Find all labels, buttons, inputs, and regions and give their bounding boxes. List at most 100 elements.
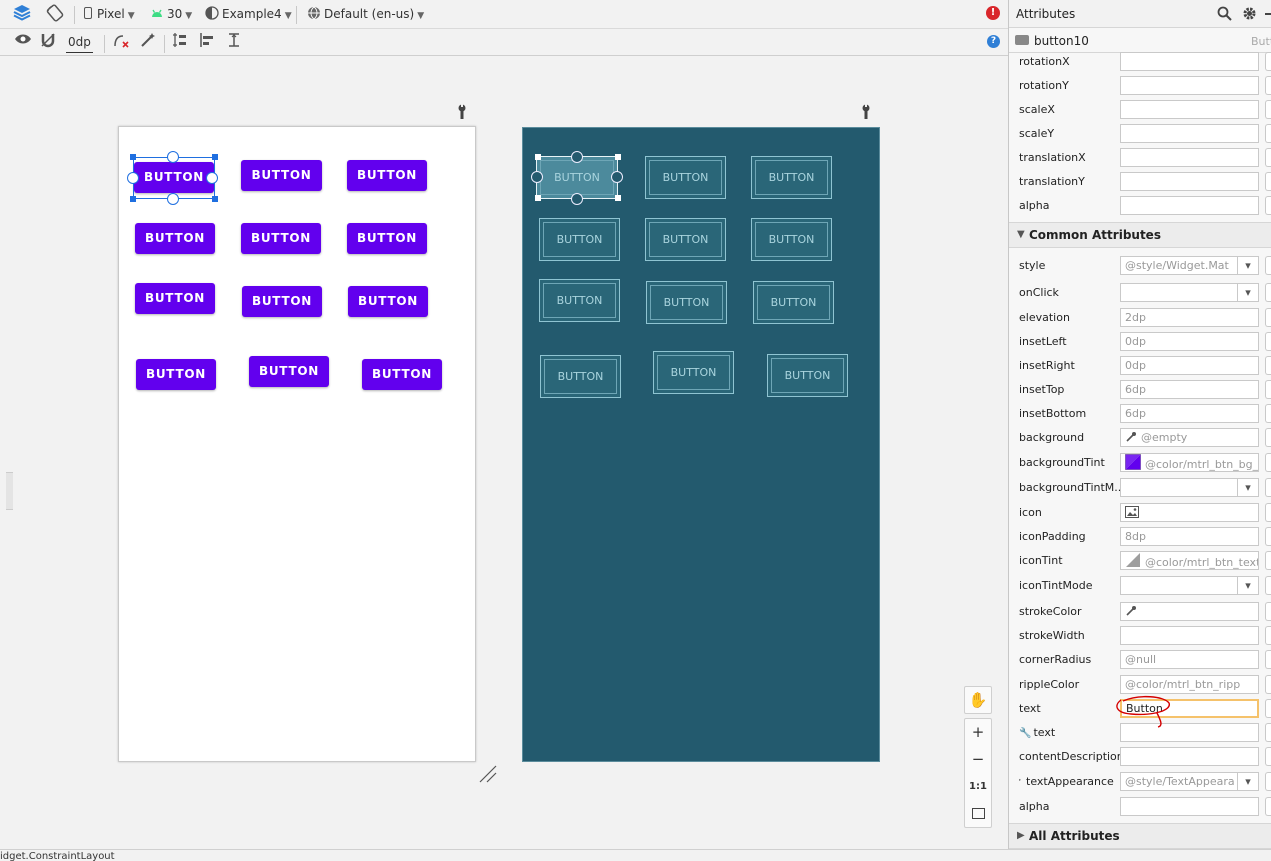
attribute-resource-picker-button[interactable] [1265, 196, 1271, 215]
api-level-selector[interactable]: 30▼ [150, 4, 192, 24]
resize-handle-bl[interactable] [130, 196, 136, 202]
attribute-resource-picker-button[interactable] [1265, 76, 1271, 95]
align-icon[interactable] [199, 32, 215, 52]
icon-field[interactable] [1120, 503, 1259, 522]
orientation-icon[interactable] [45, 3, 65, 23]
attribute-resource-picker-button[interactable] [1265, 675, 1271, 694]
contentdescription-field[interactable] [1120, 747, 1259, 766]
iconpadding-field[interactable]: 8dp [1120, 527, 1259, 546]
attribute-resource-picker-button[interactable] [1265, 602, 1271, 621]
attribute-resource-picker-button[interactable] [1265, 626, 1271, 645]
gear-icon[interactable] [1242, 6, 1257, 24]
design-surface-layers-icon[interactable] [12, 3, 32, 23]
button-7[interactable]: BUTTON [135, 283, 215, 314]
search-icon[interactable] [1217, 6, 1232, 24]
button-5[interactable]: BUTTON [241, 223, 321, 254]
attribute-resource-picker-button[interactable] [1265, 527, 1271, 546]
help-icon[interactable]: ? [987, 35, 1000, 48]
pan-hand-icon[interactable]: ✋ [964, 686, 992, 714]
scalex-field[interactable] [1120, 100, 1259, 119]
button-1[interactable]: BUTTON [134, 162, 214, 193]
onclick-field[interactable] [1120, 283, 1259, 302]
button-3[interactable]: BUTTON [347, 160, 427, 191]
attribute-resource-picker-button[interactable] [1265, 551, 1271, 570]
locale-selector[interactable]: Default (en-us)▼ [307, 4, 424, 24]
constraint-anchor-top[interactable] [167, 151, 179, 163]
attribute-resource-picker-button[interactable] [1265, 404, 1271, 423]
view-options-eye-icon[interactable] [14, 32, 32, 52]
blueprint-button-11[interactable]: BUTTON [653, 351, 734, 394]
insetbottom-field[interactable]: 6dp [1120, 404, 1259, 423]
guidelines-icon[interactable] [226, 32, 242, 52]
text-field[interactable] [1120, 723, 1259, 742]
blueprint-button-12[interactable]: BUTTON [767, 354, 848, 397]
design-view[interactable]: BUTTON BUTTON BUTTON BUTTON BUTTON BUTTO… [118, 126, 476, 762]
blueprint-anchor-bottom[interactable] [571, 193, 583, 205]
expand-arrow-icon[interactable]: ▶ [1019, 775, 1021, 784]
translationx-field[interactable] [1120, 148, 1259, 167]
blueprint-button-6[interactable]: BUTTON [751, 218, 832, 261]
minimize-icon[interactable] [1265, 13, 1271, 15]
attribute-resource-picker-button[interactable] [1265, 100, 1271, 119]
attribute-resource-picker-button[interactable] [1265, 478, 1271, 497]
blueprint-anchor-left[interactable] [531, 171, 543, 183]
attribute-resource-picker-button[interactable] [1265, 723, 1271, 742]
blueprint-resize-handle-br[interactable] [615, 195, 621, 201]
common-attributes-header[interactable]: ▼Common Attributes [1009, 222, 1271, 248]
blueprint-button-4[interactable]: BUTTON [539, 218, 620, 261]
insetright-field[interactable]: 0dp [1120, 356, 1259, 375]
attribute-resource-picker-button[interactable] [1265, 453, 1271, 472]
blueprint-button-8[interactable]: BUTTON [646, 281, 727, 324]
attribute-resource-picker-button[interactable] [1265, 428, 1271, 447]
alpha-field[interactable] [1120, 196, 1259, 215]
rotationy-field[interactable] [1120, 76, 1259, 95]
clear-constraints-icon[interactable] [113, 32, 131, 52]
attribute-resource-picker-button[interactable] [1265, 308, 1271, 327]
translationy-field[interactable] [1120, 172, 1259, 191]
zoom-out-button[interactable]: − [971, 750, 985, 768]
attribute-resource-picker-button[interactable] [1265, 503, 1271, 522]
zoom-in-button[interactable]: + [971, 723, 985, 741]
autoconnect-magnet-icon[interactable] [40, 32, 56, 52]
attribute-resource-picker-button[interactable] [1265, 148, 1271, 167]
attribute-resource-picker-button[interactable] [1265, 650, 1271, 669]
insettop-field[interactable]: 6dp [1120, 380, 1259, 399]
elevation-field[interactable]: 2dp [1120, 308, 1259, 327]
blueprint-button-3[interactable]: BUTTON [751, 156, 832, 199]
button-2[interactable]: BUTTON [241, 160, 322, 191]
rotationx-field[interactable] [1120, 52, 1259, 71]
blueprint-anchor-top[interactable] [571, 151, 583, 163]
textappearance-field[interactable]: @style/TextAppeara [1120, 772, 1259, 791]
attribute-resource-picker-button[interactable] [1265, 797, 1271, 816]
attribute-resource-picker-button[interactable] [1265, 124, 1271, 143]
button-9[interactable]: BUTTON [348, 286, 428, 317]
ripplecolor-field[interactable]: @color/mtrl_btn_ripp [1120, 675, 1259, 694]
error-indicator-icon[interactable]: ! [986, 6, 1000, 20]
alpha-field[interactable] [1120, 797, 1259, 816]
constraint-anchor-left[interactable] [127, 172, 139, 184]
strokewidth-field[interactable] [1120, 626, 1259, 645]
icontintmode-field[interactable] [1120, 576, 1259, 595]
resize-device-handle-icon[interactable] [478, 764, 498, 787]
backgroundtint-field[interactable]: @color/mtrl_btn_bg_c [1120, 453, 1259, 472]
attribute-resource-picker-button[interactable] [1265, 699, 1271, 718]
background-field[interactable]: @empty [1120, 428, 1259, 447]
attribute-resource-picker-button[interactable] [1265, 332, 1271, 351]
attribute-resource-picker-button[interactable] [1265, 747, 1271, 766]
strokecolor-field[interactable] [1120, 602, 1259, 621]
blueprint-button-9[interactable]: BUTTON [753, 281, 834, 324]
zoom-to-fit-button[interactable] [965, 800, 991, 827]
insetleft-field[interactable]: 0dp [1120, 332, 1259, 351]
device-selector[interactable]: Pixel▼ [84, 4, 135, 24]
default-margin-field[interactable]: 0dp [66, 33, 93, 53]
attribute-resource-picker-button[interactable] [1265, 772, 1271, 791]
zoom-one-to-one-button[interactable]: 1:1 [969, 781, 987, 792]
pack-icon[interactable] [172, 32, 188, 52]
resize-handle-tr[interactable] [212, 154, 218, 160]
resize-handle-tl[interactable] [130, 154, 136, 160]
attribute-resource-picker-button[interactable] [1265, 52, 1271, 71]
button-8[interactable]: BUTTON [242, 286, 322, 317]
backgroundtintm-field[interactable] [1120, 478, 1259, 497]
blueprint-wrench-icon[interactable] [860, 104, 872, 124]
button-6[interactable]: BUTTON [347, 223, 427, 254]
